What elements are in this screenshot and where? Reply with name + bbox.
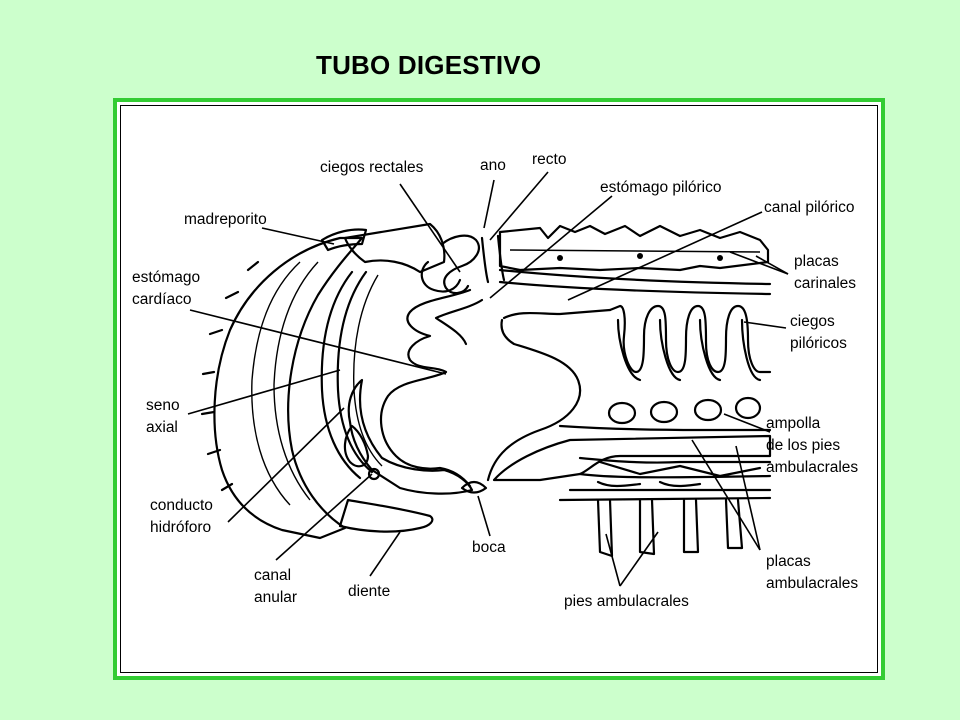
- label-ampolla-line1: ampolla: [766, 415, 821, 432]
- cardiac-stomach: [380, 288, 484, 488]
- label-placas-ambulacrales-line1: placas: [766, 553, 811, 570]
- leader-conducto-hidroforo: [227, 407, 345, 523]
- label-placas-carinales-line1: placas: [794, 253, 839, 270]
- leader-seno-axial: [187, 369, 341, 415]
- carinal-plates-row: [498, 224, 770, 272]
- tooth: [338, 498, 434, 533]
- mouth: [460, 480, 488, 494]
- leader-ciegos-piloricos: [743, 321, 787, 329]
- diagram-frame: [113, 98, 885, 680]
- label-estomago-pilorico: estómago pilórico: [600, 179, 721, 196]
- leader-pies-ambulacrales-b: [619, 531, 659, 587]
- label-conducto-hidroforo-line1: conducto: [150, 497, 213, 514]
- label-ano: ano: [480, 157, 506, 174]
- label-canal-pilorico: canal pilórico: [764, 199, 854, 216]
- label-ciegos-rectales: ciegos rectales: [320, 159, 424, 176]
- label-madreporito: madreporito: [184, 211, 267, 228]
- label-ciegos-piloricos-line2: pilóricos: [790, 335, 847, 352]
- rectal-caeca: [420, 234, 480, 295]
- leader-canal-pilorico: [567, 211, 763, 301]
- madreporite: [320, 228, 368, 252]
- leader-placas-carinales-b: [755, 255, 789, 275]
- pyloric-caeca: [608, 304, 772, 382]
- leader-ciegos-rectales: [399, 183, 461, 273]
- label-canal-anular-line1: canal: [254, 567, 291, 584]
- tube-feet: [596, 498, 744, 558]
- leader-placas-ambulacrales-b: [735, 445, 761, 551]
- label-recto: recto: [532, 151, 566, 168]
- label-seno-axial-line2: axial: [146, 419, 178, 436]
- label-ampolla-line3: ambulacrales: [766, 459, 858, 476]
- label-placas-ambulacrales-line2: ambulacrales: [766, 575, 858, 592]
- label-boca: boca: [472, 539, 506, 556]
- oral-ventral-lobe: [343, 378, 474, 495]
- leader-placas-carinales-a: [729, 251, 789, 275]
- label-ciegos-piloricos-line1: ciegos: [790, 313, 835, 330]
- page-title: TUBO DIGESTIVO: [316, 50, 542, 80]
- leader-placas-ambulacrales-a: [691, 439, 761, 551]
- leader-madreporito: [261, 227, 335, 245]
- label-diente: diente: [348, 583, 390, 600]
- label-ampolla-line2: de los pies: [766, 437, 840, 454]
- label-seno-axial-line1: seno: [146, 397, 180, 414]
- leader-ano: [483, 179, 495, 229]
- label-estomago-cardiaco-line2: cardíaco: [132, 291, 191, 308]
- leader-canal-anular: [275, 473, 373, 561]
- oral-body-wall: [200, 236, 364, 540]
- leader-ampolla: [723, 413, 771, 433]
- pyloric-canal: [498, 268, 772, 296]
- ampullae: [607, 396, 762, 425]
- label-estomago-cardiaco-line1: estómago: [132, 269, 200, 286]
- pyloric-stomach: [486, 308, 772, 482]
- leader-pies-ambulacrales-a: [605, 533, 621, 587]
- ambulacral-region: [492, 434, 772, 502]
- leader-recto: [489, 171, 549, 241]
- label-conducto-hidroforo-line2: hidróforo: [150, 519, 211, 536]
- leader-estomago-pilorico: [489, 195, 613, 299]
- label-placas-carinales-line2: carinales: [794, 275, 856, 292]
- oral-top-tissue: [343, 222, 446, 274]
- leader-diente: [369, 531, 401, 577]
- diagram-frame-inner: [120, 105, 878, 673]
- leader-boca: [477, 495, 491, 537]
- label-pies-ambulacrales: pies ambulacrales: [564, 593, 689, 610]
- leader-estomago-cardiaco: [189, 309, 447, 375]
- leader-lines: [187, 171, 789, 587]
- label-canal-anular-line2: anular: [254, 589, 297, 606]
- labels: madreporito ciegos rectales ano recto es…: [132, 151, 858, 610]
